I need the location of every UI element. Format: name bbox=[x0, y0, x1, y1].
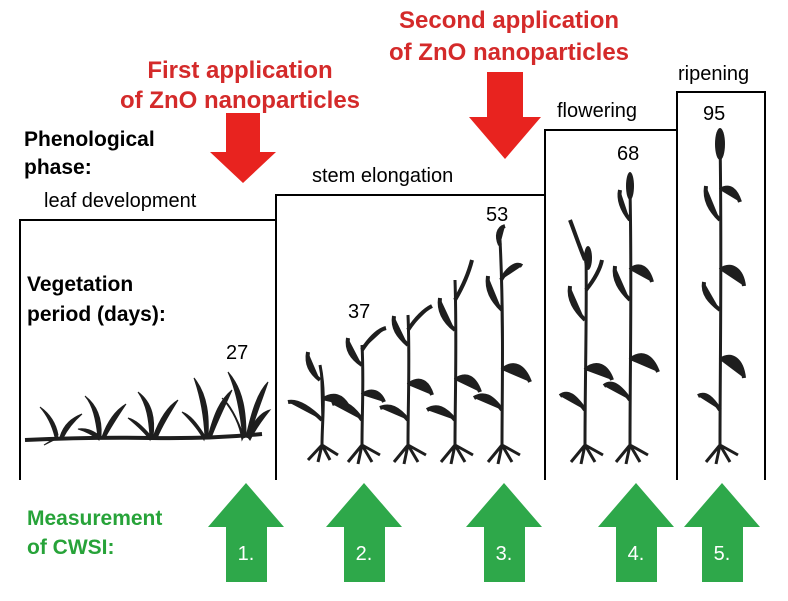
plant-silhouettes bbox=[24, 128, 746, 465]
measurement-arrow-4: 4. bbox=[598, 483, 674, 582]
vegetation-label: Vegetation bbox=[27, 273, 133, 296]
first-application-arrow bbox=[210, 113, 276, 183]
measurement-arrow-2: 2. bbox=[326, 483, 402, 582]
measurement-arrow-3: 3. bbox=[466, 483, 542, 582]
phenological-label: Phenological bbox=[24, 128, 155, 151]
stem-plant-4 bbox=[425, 259, 482, 465]
stem-plant-1 bbox=[287, 351, 350, 463]
phase-boundaries bbox=[19, 91, 766, 480]
flowering-plant-2 bbox=[602, 172, 660, 465]
first-application-title: First application bbox=[147, 57, 332, 84]
flowering-plant-1 bbox=[558, 219, 614, 465]
day-68: 68 bbox=[617, 143, 639, 165]
stem-plant-3 bbox=[379, 304, 434, 465]
cwsi-label-line2: of CWSI: bbox=[27, 536, 114, 559]
flowering-box bbox=[544, 129, 678, 480]
second-application-subtitle: of ZnO nanoparticles bbox=[389, 39, 629, 66]
measurement-arrow-5: 5. bbox=[684, 483, 760, 582]
measurement-number-4: 4. bbox=[628, 543, 645, 565]
first-application-subtitle: of ZnO nanoparticles bbox=[120, 87, 360, 114]
leaf-development-box bbox=[19, 219, 277, 480]
cwsi-label: Measurement bbox=[27, 507, 162, 530]
measurement-number-2: 2. bbox=[356, 543, 373, 565]
stem-elongation-box bbox=[275, 194, 546, 480]
stem-plant-2 bbox=[331, 326, 387, 465]
ripening-box bbox=[676, 91, 766, 480]
seedling-3 bbox=[127, 391, 179, 442]
second-application-title: Second application bbox=[399, 7, 619, 34]
vegetation-label-line2: period (days): bbox=[27, 303, 166, 326]
measurement-number-5: 5. bbox=[714, 543, 731, 565]
second-application-arrow bbox=[469, 72, 541, 159]
phase-ripening: ripening bbox=[678, 63, 749, 85]
seedling-5 bbox=[221, 371, 272, 442]
phase-stem-elongation: stem elongation bbox=[312, 165, 453, 187]
measurement-arrows: 1. 2. 3. 4. 5. bbox=[208, 483, 760, 582]
measurement-number-1: 1. bbox=[238, 543, 255, 565]
seedling-4 bbox=[181, 377, 233, 442]
stem-plant-5 bbox=[472, 224, 532, 465]
phase-flowering: flowering bbox=[557, 100, 637, 122]
day-37: 37 bbox=[348, 301, 370, 323]
day-53: 53 bbox=[486, 204, 508, 226]
measurement-arrow-1: 1. bbox=[208, 483, 284, 582]
ripening-plant bbox=[697, 128, 746, 465]
day-95: 95 bbox=[703, 103, 725, 125]
seedling-1 bbox=[39, 406, 83, 446]
phenological-label-line2: phase: bbox=[24, 156, 92, 179]
phase-leaf-development: leaf development bbox=[44, 190, 197, 212]
day-27: 27 bbox=[226, 342, 248, 364]
measurement-number-3: 3. bbox=[496, 543, 513, 565]
seedling-2 bbox=[77, 395, 127, 441]
